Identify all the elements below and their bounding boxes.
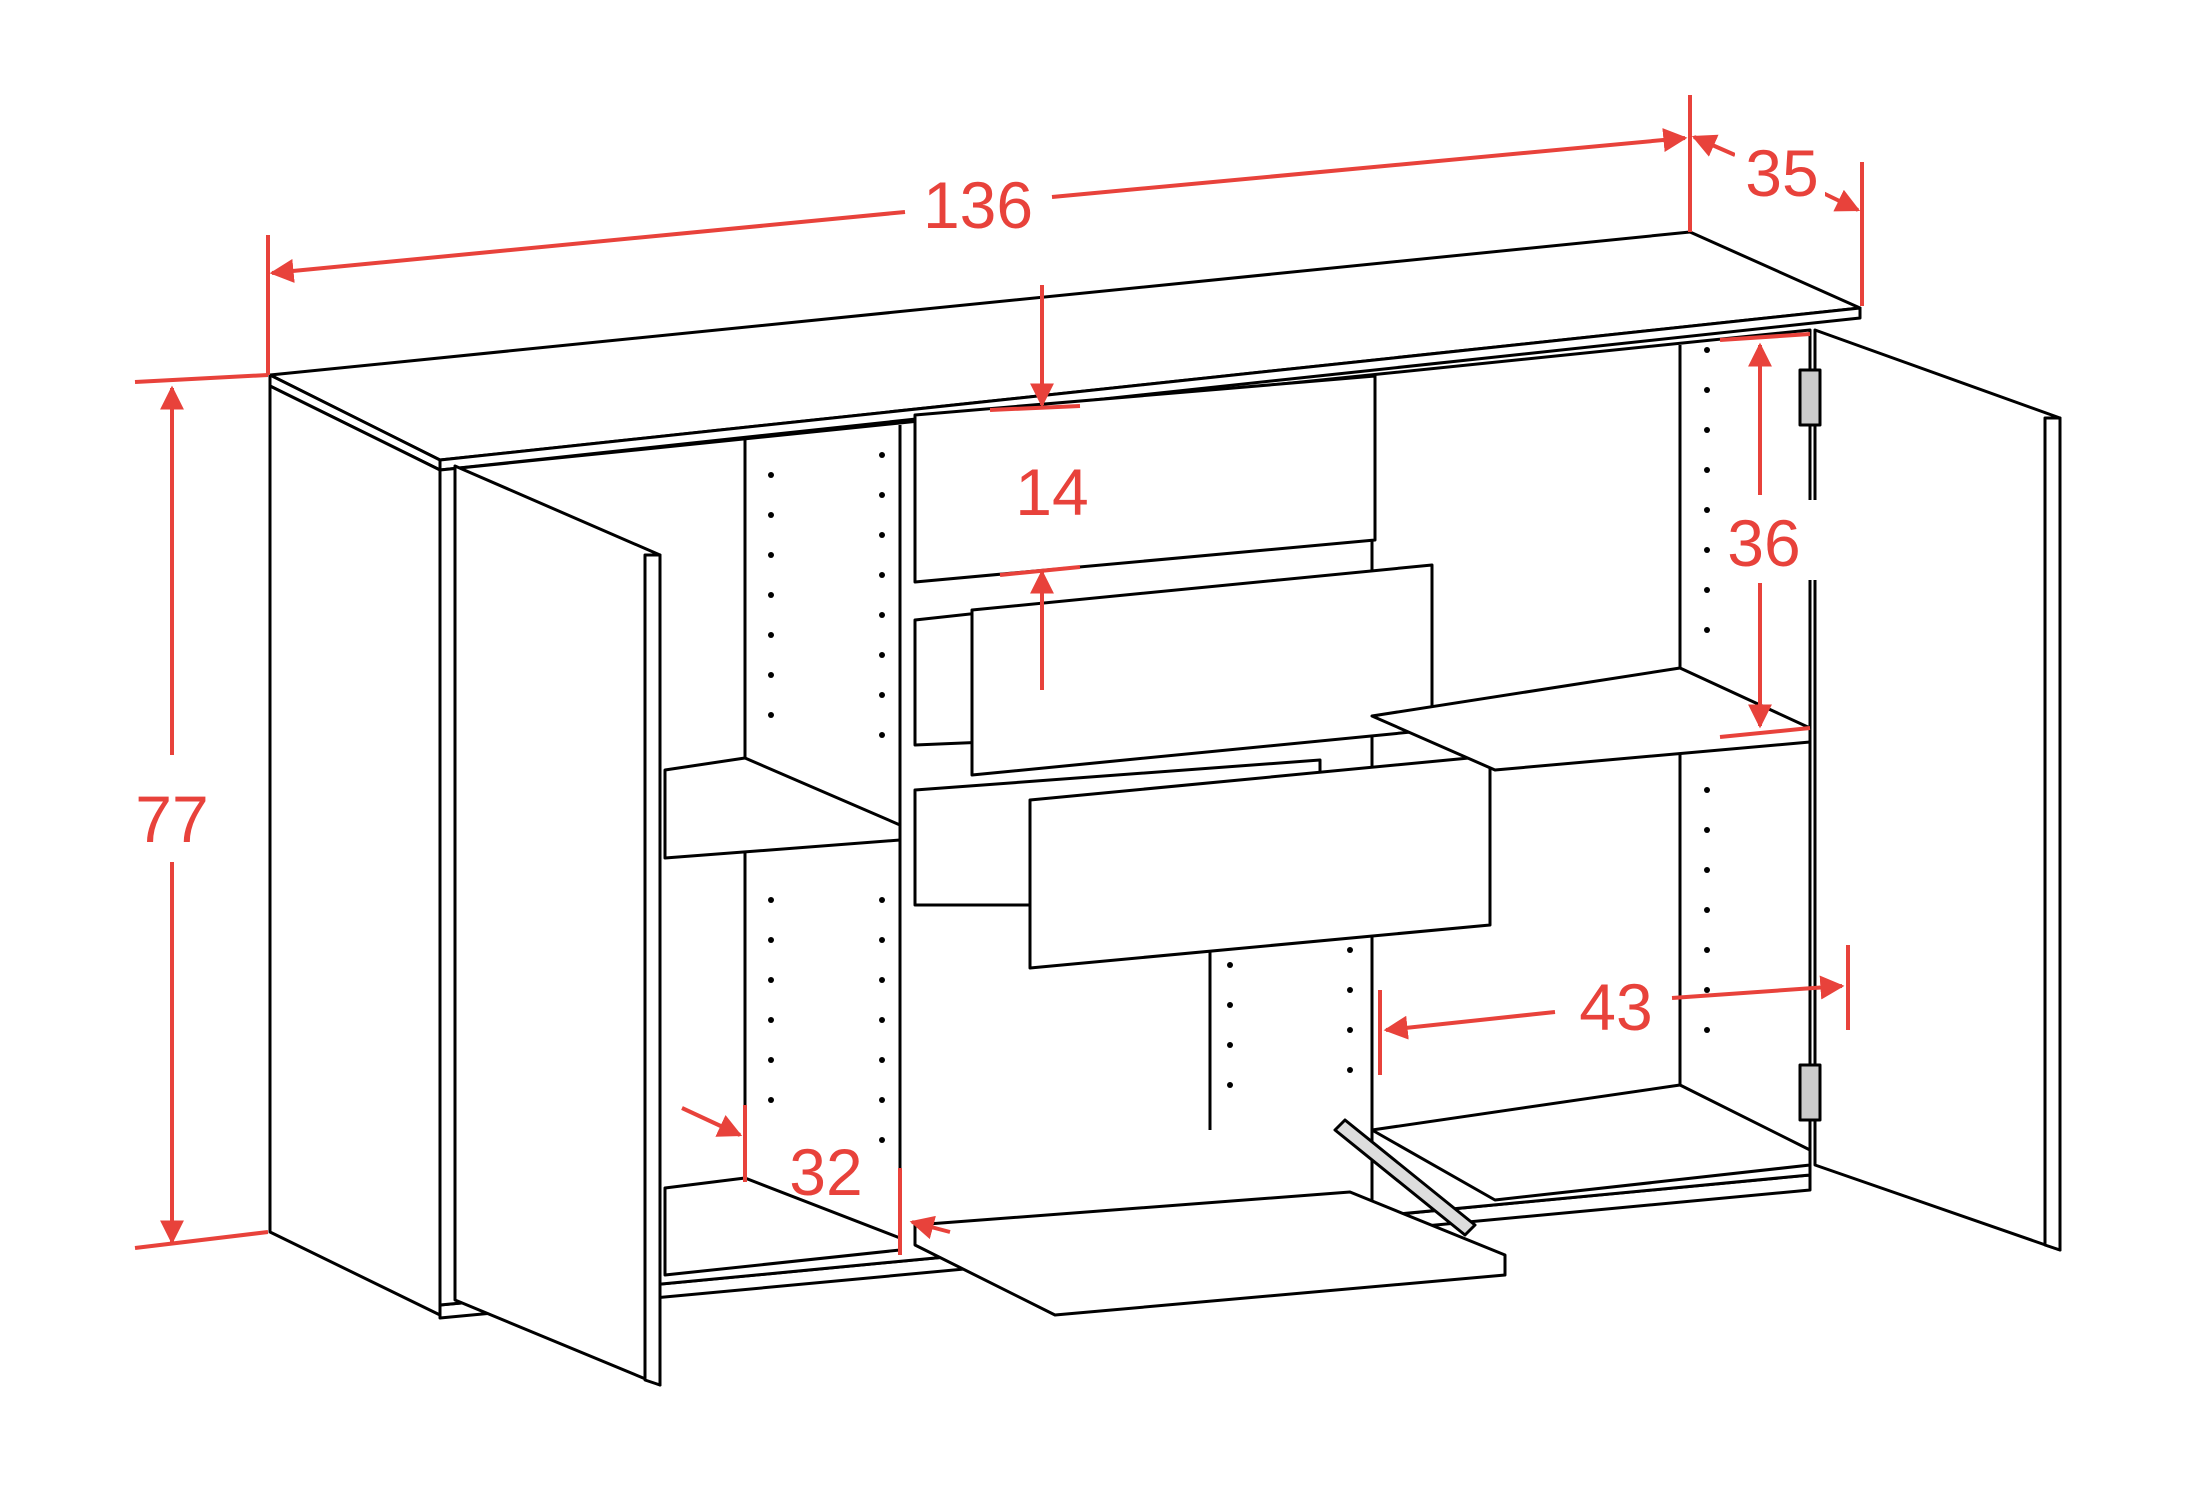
dimension-compartment-height-label: 36 [1727, 506, 1800, 580]
compartment-tick-top [1719, 332, 1811, 342]
left-door [453, 464, 662, 1387]
right-hole-row [1227, 347, 1710, 1088]
flap-gas-strut [1333, 1118, 1477, 1237]
drawer-top-front [913, 374, 1377, 584]
compartment-tick-bottom [1719, 726, 1811, 739]
dimension-drawer-height-label: 14 [1015, 455, 1088, 529]
left-door-edge [643, 553, 662, 1387]
flap-door [913, 1190, 1507, 1317]
dimension-labels: 136 35 77 14 36 43 32 [125, 130, 1825, 1209]
width43-arrow-left [1383, 1010, 1556, 1040]
hinge-bottom-right [1798, 1063, 1822, 1122]
drawer-tick-bottom [999, 565, 1081, 577]
right-shelf [1370, 666, 1812, 772]
top-panel-side-edge [438, 306, 1862, 472]
height-extension-top [134, 373, 269, 384]
dimension-inner-depth-label: 32 [789, 1135, 862, 1209]
drawer-bottom-front [1028, 754, 1492, 970]
dimension-compartment-width-label: 43 [1579, 970, 1652, 1044]
hinge-top-right [1798, 368, 1822, 427]
left-hole-row [768, 452, 885, 1143]
right-floor [1370, 1083, 1812, 1202]
dimension-height-label: 77 [135, 782, 208, 856]
depth-arrow-left [1691, 134, 1736, 157]
width-arrow-right [1051, 128, 1688, 199]
depth-arrow-right [1822, 189, 1861, 212]
width-arrow-left [269, 210, 906, 283]
dimension-width-label: 136 [923, 168, 1033, 242]
height-extension-bottom [134, 1230, 269, 1250]
sideboard-drawing [268, 230, 2062, 1387]
drawer-tick-top [989, 404, 1081, 412]
width43-arrow-right [1671, 975, 1845, 1000]
left-shelf [663, 756, 902, 860]
right-door-edge [2043, 416, 2062, 1252]
dimension-depth-label: 35 [1745, 136, 1818, 210]
dimension-lines [134, 95, 1864, 1255]
right-door [1813, 328, 2062, 1252]
depth32-arrow-left [681, 1106, 743, 1137]
left-side-panel [268, 384, 442, 1317]
depth32-arrow-right [909, 1215, 951, 1240]
